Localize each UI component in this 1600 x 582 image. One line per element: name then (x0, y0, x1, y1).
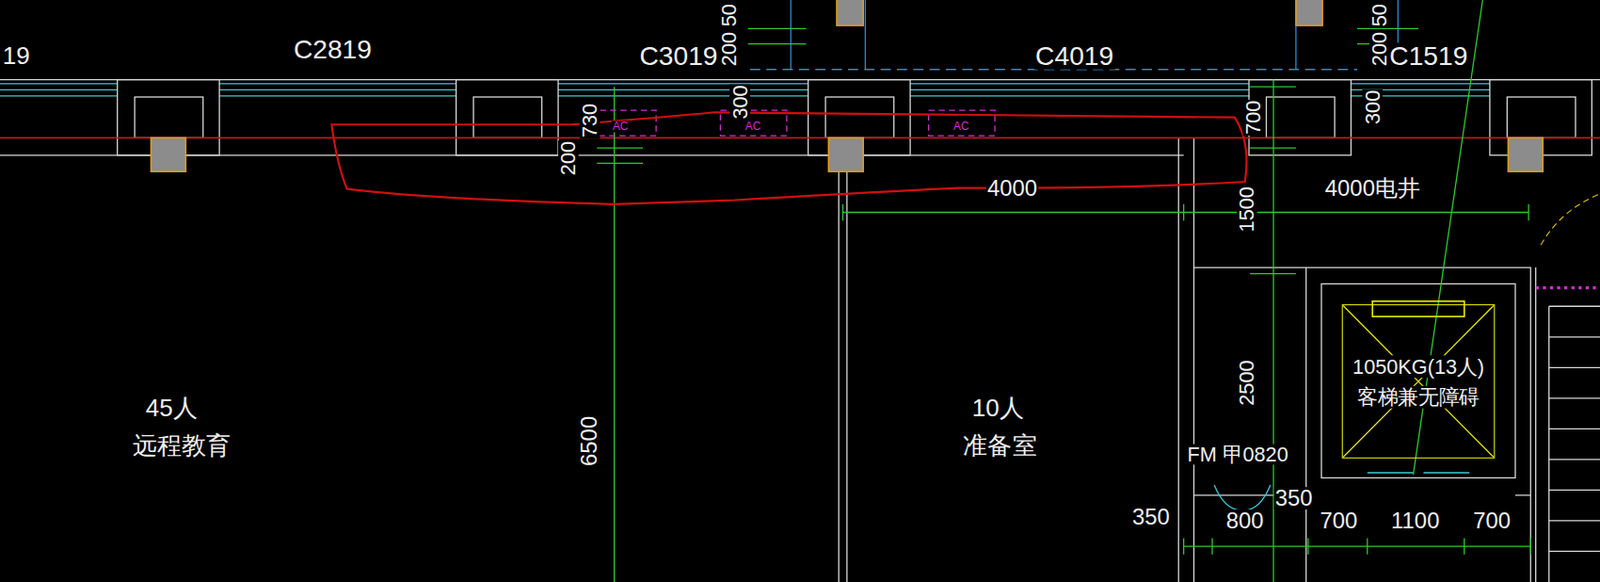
plan-label: 350 (1131, 506, 1171, 529)
plan-label: 700 (1318, 509, 1359, 532)
plan-label: 4000电井 (1324, 177, 1422, 201)
plan-label: 19 (1, 44, 32, 69)
plan-label: 350 (1274, 486, 1314, 510)
plan-label: 1100 (1390, 509, 1440, 532)
plan-label: 4000 (986, 177, 1039, 201)
plan-label: C2819 (292, 35, 373, 63)
plan-label: 45人 (144, 396, 199, 421)
plan-label: 10人 (971, 396, 1025, 421)
elevator-box: 1050KG(13人) 客梯兼无障碍 (1342, 304, 1496, 459)
dimension-text: 6500 (578, 415, 602, 467)
dimension-text: 300 (1361, 89, 1383, 126)
plan-label: 准备室 (961, 433, 1038, 459)
elevator-cross (1343, 304, 1494, 458)
plan-label: AC (952, 120, 971, 132)
plan-label: 800 (1225, 509, 1265, 532)
plan-label: C1519 (1388, 43, 1469, 70)
dimension-text: 50 (718, 2, 739, 28)
plan-label: 远程教育 (131, 433, 232, 459)
dimension-text: 50 (1369, 2, 1391, 28)
dimension-text: 700 (1243, 99, 1264, 136)
plan-label: C3019 (638, 43, 719, 70)
plan-label: C4019 (1034, 43, 1115, 70)
dimension-text: 200 (558, 140, 579, 176)
elevator-label: 客梯兼无障碍 (1355, 384, 1482, 408)
dimension-text: 730 (579, 102, 601, 139)
dimension-text: 2500 (1236, 358, 1258, 406)
dimension-text: 300 (729, 83, 751, 120)
dimension-text: 200 (1369, 31, 1391, 67)
plan-label: AC (611, 120, 630, 132)
plan-label: 700 (1472, 509, 1512, 532)
elevator-label: 1050KG(13人) (1350, 354, 1487, 378)
plan-label: FM 甲0820 (1185, 444, 1289, 465)
plan-label: AC (744, 120, 763, 132)
dimension-text: 200 (718, 31, 739, 67)
dimension-text: 1500 (1236, 185, 1258, 233)
